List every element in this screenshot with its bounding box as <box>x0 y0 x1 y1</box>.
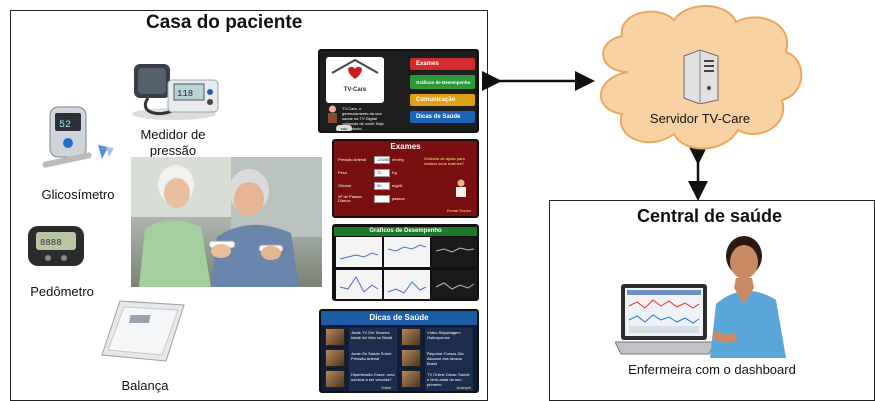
nurse-image <box>706 234 788 358</box>
pedometer-label: Pedômetro <box>30 284 94 299</box>
tip-text-1[interactable]: Junte-TV Em Terceira Idade da Vida no Br… <box>349 328 397 350</box>
pedometer-image: 8888 <box>26 222 86 270</box>
menu-item-charts[interactable]: Gráficos de Desempenho <box>410 75 475 89</box>
exam-field-label-4: Nº de Passos Diários <box>338 194 363 203</box>
tip-thumbnail[interactable] <box>325 349 345 367</box>
tv-charts-screen: Gráficos de Desempenho <box>332 224 479 301</box>
exams-title: Exames <box>390 142 421 151</box>
exam-field-input-3[interactable]: 90 <box>374 182 390 190</box>
elderly-couple-photo <box>131 157 322 287</box>
doctor-avatar-icon <box>454 179 468 197</box>
server-label: Servidor TV-Care <box>649 111 751 126</box>
exit-button[interactable]: sair <box>336 125 352 131</box>
nurse-dashboard-label: Enfermeira com o dashboard <box>628 362 796 377</box>
menu-item-exams[interactable]: Exames <box>410 58 475 70</box>
blood-pressure-monitor-image: 118 <box>128 52 220 122</box>
scale-image <box>100 295 188 365</box>
tip-thumbnail[interactable] <box>401 349 421 367</box>
svg-text:8888: 8888 <box>40 238 62 248</box>
glucometer-image: 52 <box>40 105 122 173</box>
patient-home-title: Casa do paciente <box>146 12 303 33</box>
scale-label: Balança <box>121 378 169 393</box>
exam-field-input-4[interactable] <box>374 195 390 203</box>
menu-item-communication[interactable]: Comunicação <box>410 94 475 106</box>
tips-row-3: Hipertensão Grave: uma sombra a ser venc… <box>325 370 473 391</box>
svg-text:52: 52 <box>59 120 71 131</box>
tip-thumbnail[interactable] <box>401 328 421 346</box>
tip-text-5[interactable]: Hipertensão Grave: uma sombra a ser venc… <box>349 370 397 391</box>
tip-text-3[interactable]: Junte-Se Saúde Sobre Pressão Arterial <box>349 349 397 371</box>
performance-mini-charts <box>336 237 477 299</box>
tv-main-menu-screen: TV-Care TV-Care, o gerenciamento da sua … <box>318 49 479 133</box>
tip-text-6[interactable]: TV Online Dicas: Saúde e bem-estar do se… <box>425 370 473 391</box>
health-center-box <box>549 200 875 401</box>
exam-field-unit-3: mg/dL <box>392 183 404 188</box>
avatar-icon <box>326 105 339 123</box>
laptop-dashboard-image <box>614 282 716 356</box>
tips-row-1: Junte-TV Em Terceira Idade da Vida no Br… <box>325 328 473 350</box>
house-heart-icon <box>331 58 379 79</box>
menu-item-health-tips[interactable]: Dicas de Saúde <box>410 111 475 123</box>
tip-thumbnail[interactable] <box>325 370 345 388</box>
health-center-title: Central de saúde <box>637 206 783 226</box>
tip-thumbnail[interactable] <box>325 328 345 346</box>
svg-text:118: 118 <box>177 89 193 99</box>
tip-text-2[interactable]: Vídeo Reportagem Osteoporose <box>425 328 473 350</box>
tips-row-2: Junte-Se Saúde Sobre Pressão Arterial Re… <box>325 349 473 371</box>
tv-care-logo-text: TV-Care <box>343 87 367 93</box>
tip-thumbnail[interactable] <box>401 370 421 388</box>
tips-next-button[interactable]: Avançar <box>456 385 471 390</box>
exam-field-label-1: Pressão Arterial <box>338 157 367 162</box>
send-data-button[interactable]: Enviar Dados <box>446 208 471 213</box>
pressure-meter-label: Medidor de pressão <box>140 127 206 158</box>
tv-care-logo: TV-Care <box>326 57 384 103</box>
exam-field-label-2: Peso <box>338 170 348 175</box>
server-icon <box>678 48 720 105</box>
exam-field-unit-4: passos <box>392 196 405 201</box>
tv-exams-screen: Exames Pressão Arterial 120/80 mmHg Peso… <box>332 139 479 218</box>
tv-health-tips-screen: Dicas de Saúde Junte-TV Em Terceira Idad… <box>319 309 479 393</box>
exam-field-input-1[interactable]: 120/80 <box>374 156 390 164</box>
exam-field-unit-1: mmHg <box>392 157 404 162</box>
tip-text-4[interactable]: Reportar Cursos Dia Alcance dos Idosos B… <box>425 349 473 371</box>
charts-title: Gráficos de Desempenho <box>334 227 477 236</box>
tips-back-button[interactable]: Voltar <box>381 385 392 390</box>
exam-field-label-3: Glicose <box>338 183 352 188</box>
tips-title: Dicas de Saúde <box>321 311 477 325</box>
glucometer-label: Glicosímetro <box>41 187 115 202</box>
exam-field-unit-2: Kg <box>392 170 397 175</box>
exams-help-text: Gostaria de ajuda para realizar seus exa… <box>424 156 465 166</box>
exam-field-input-2[interactable]: 70 <box>374 169 390 177</box>
